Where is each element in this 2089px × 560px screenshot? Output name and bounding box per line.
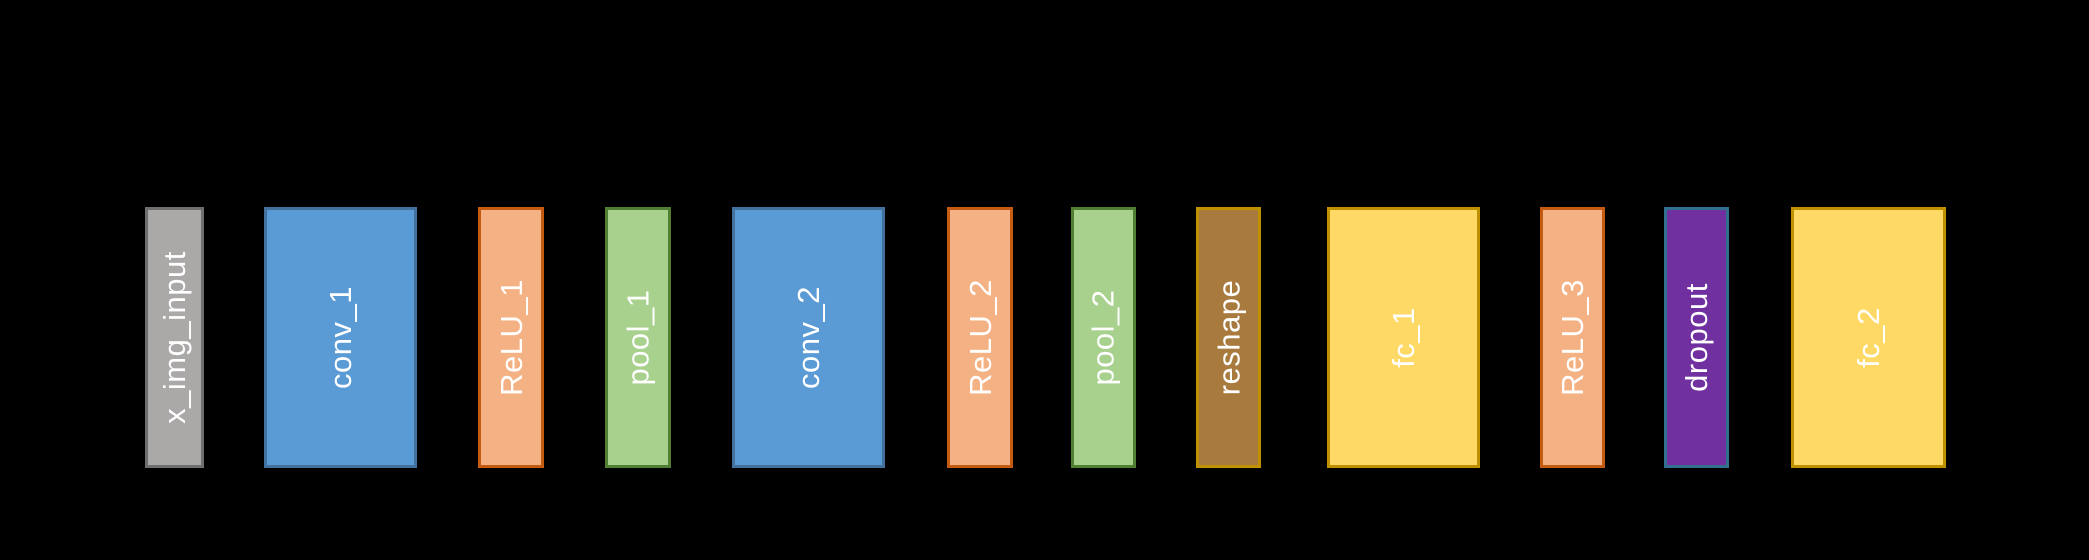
arrowhead-icon [259, 331, 268, 344]
layer-block-pool_2: pool_2 [1071, 207, 1136, 468]
connector-arrow [1136, 336, 1196, 339]
layer-block-x_img_input: x_img_input [145, 207, 204, 468]
connector-arrow [544, 336, 605, 339]
layer-block-pool_1: pool_1 [605, 207, 671, 468]
arrowhead-icon [1535, 331, 1544, 344]
connector-arrow [885, 336, 947, 339]
connector-arrow [1605, 336, 1664, 339]
layer-label: conv_1 [323, 286, 358, 389]
layer-block-conv_2: conv_2 [732, 207, 885, 468]
connector-arrow [1013, 336, 1071, 339]
connector-arrow [671, 336, 732, 339]
connector-arrow [1729, 336, 1791, 339]
layer-label: ReLU_1 [493, 279, 529, 396]
layer-label: x_img_input [157, 251, 192, 424]
arrowhead-icon [1786, 331, 1795, 344]
layer-block-dropout: dropout [1664, 207, 1729, 468]
layer-label: conv_2 [791, 286, 826, 389]
layer-label: reshape [1211, 279, 1246, 396]
layer-block-fc_2: fc_2 [1791, 207, 1946, 468]
arrowhead-icon [1659, 331, 1668, 344]
layer-block-ReLU_1: ReLU_1 [478, 207, 544, 468]
arrowhead-icon [1066, 331, 1075, 344]
connector-arrow [1480, 336, 1540, 339]
arrowhead-icon [942, 331, 951, 344]
layer-block-ReLU_3: ReLU_3 [1540, 207, 1605, 468]
layer-label: fc_1 [1385, 307, 1421, 368]
layer-label: ReLU_3 [1555, 279, 1590, 396]
layer-block-conv_1: conv_1 [264, 207, 417, 468]
arrowhead-icon [727, 331, 736, 344]
layer-label: dropout [1679, 283, 1715, 392]
arrowhead-icon [1191, 331, 1200, 344]
layer-block-reshape: reshape [1196, 207, 1261, 468]
arrowhead-icon [473, 331, 482, 344]
arrowhead-icon [1322, 331, 1331, 344]
layer-label: ReLU_2 [962, 279, 998, 396]
layer-label: pool_2 [1086, 289, 1121, 386]
arrowhead-icon [600, 331, 609, 344]
layer-block-ReLU_2: ReLU_2 [947, 207, 1013, 468]
connector-arrow [417, 336, 478, 339]
layer-label: fc_2 [1850, 307, 1886, 368]
layer-block-fc_1: fc_1 [1327, 207, 1480, 468]
connector-arrow [1261, 336, 1327, 339]
layer-label: pool_1 [620, 289, 656, 386]
connector-arrow [204, 336, 264, 339]
